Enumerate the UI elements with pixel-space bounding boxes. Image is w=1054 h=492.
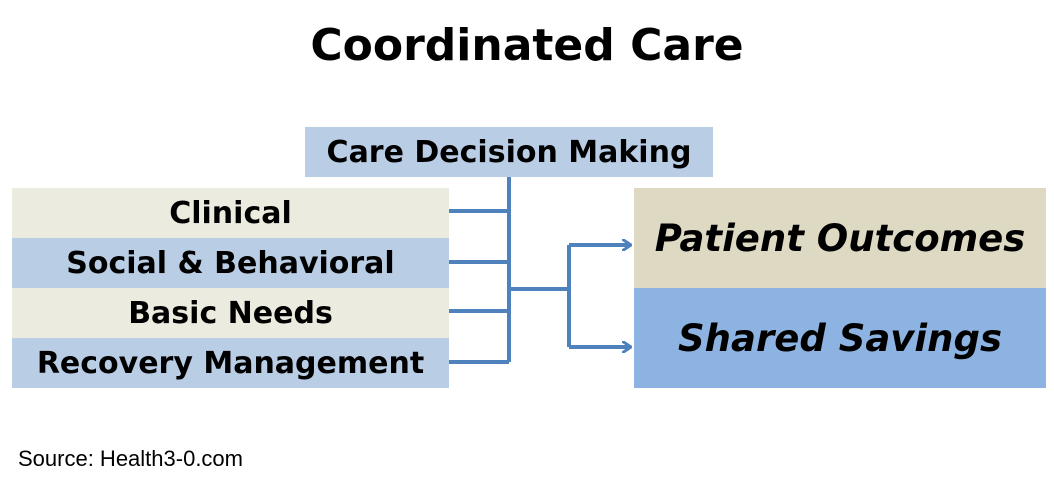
care-decision-making-box: Care Decision Making [305, 127, 713, 177]
source-note: Source: Health3-0.com [18, 446, 243, 471]
factor-recovery-management-box: Recovery Management [12, 338, 449, 388]
shared-savings-box: Shared Savings [634, 288, 1046, 388]
factor-clinical-box: Clinical [12, 188, 449, 238]
factor-social-behavioral-box: Social & Behavioral [12, 238, 449, 288]
factor-basic-needs-box: Basic Needs [12, 288, 449, 338]
patient-outcomes-box: Patient Outcomes [634, 188, 1046, 288]
diagram-title: Coordinated Care [310, 20, 744, 71]
